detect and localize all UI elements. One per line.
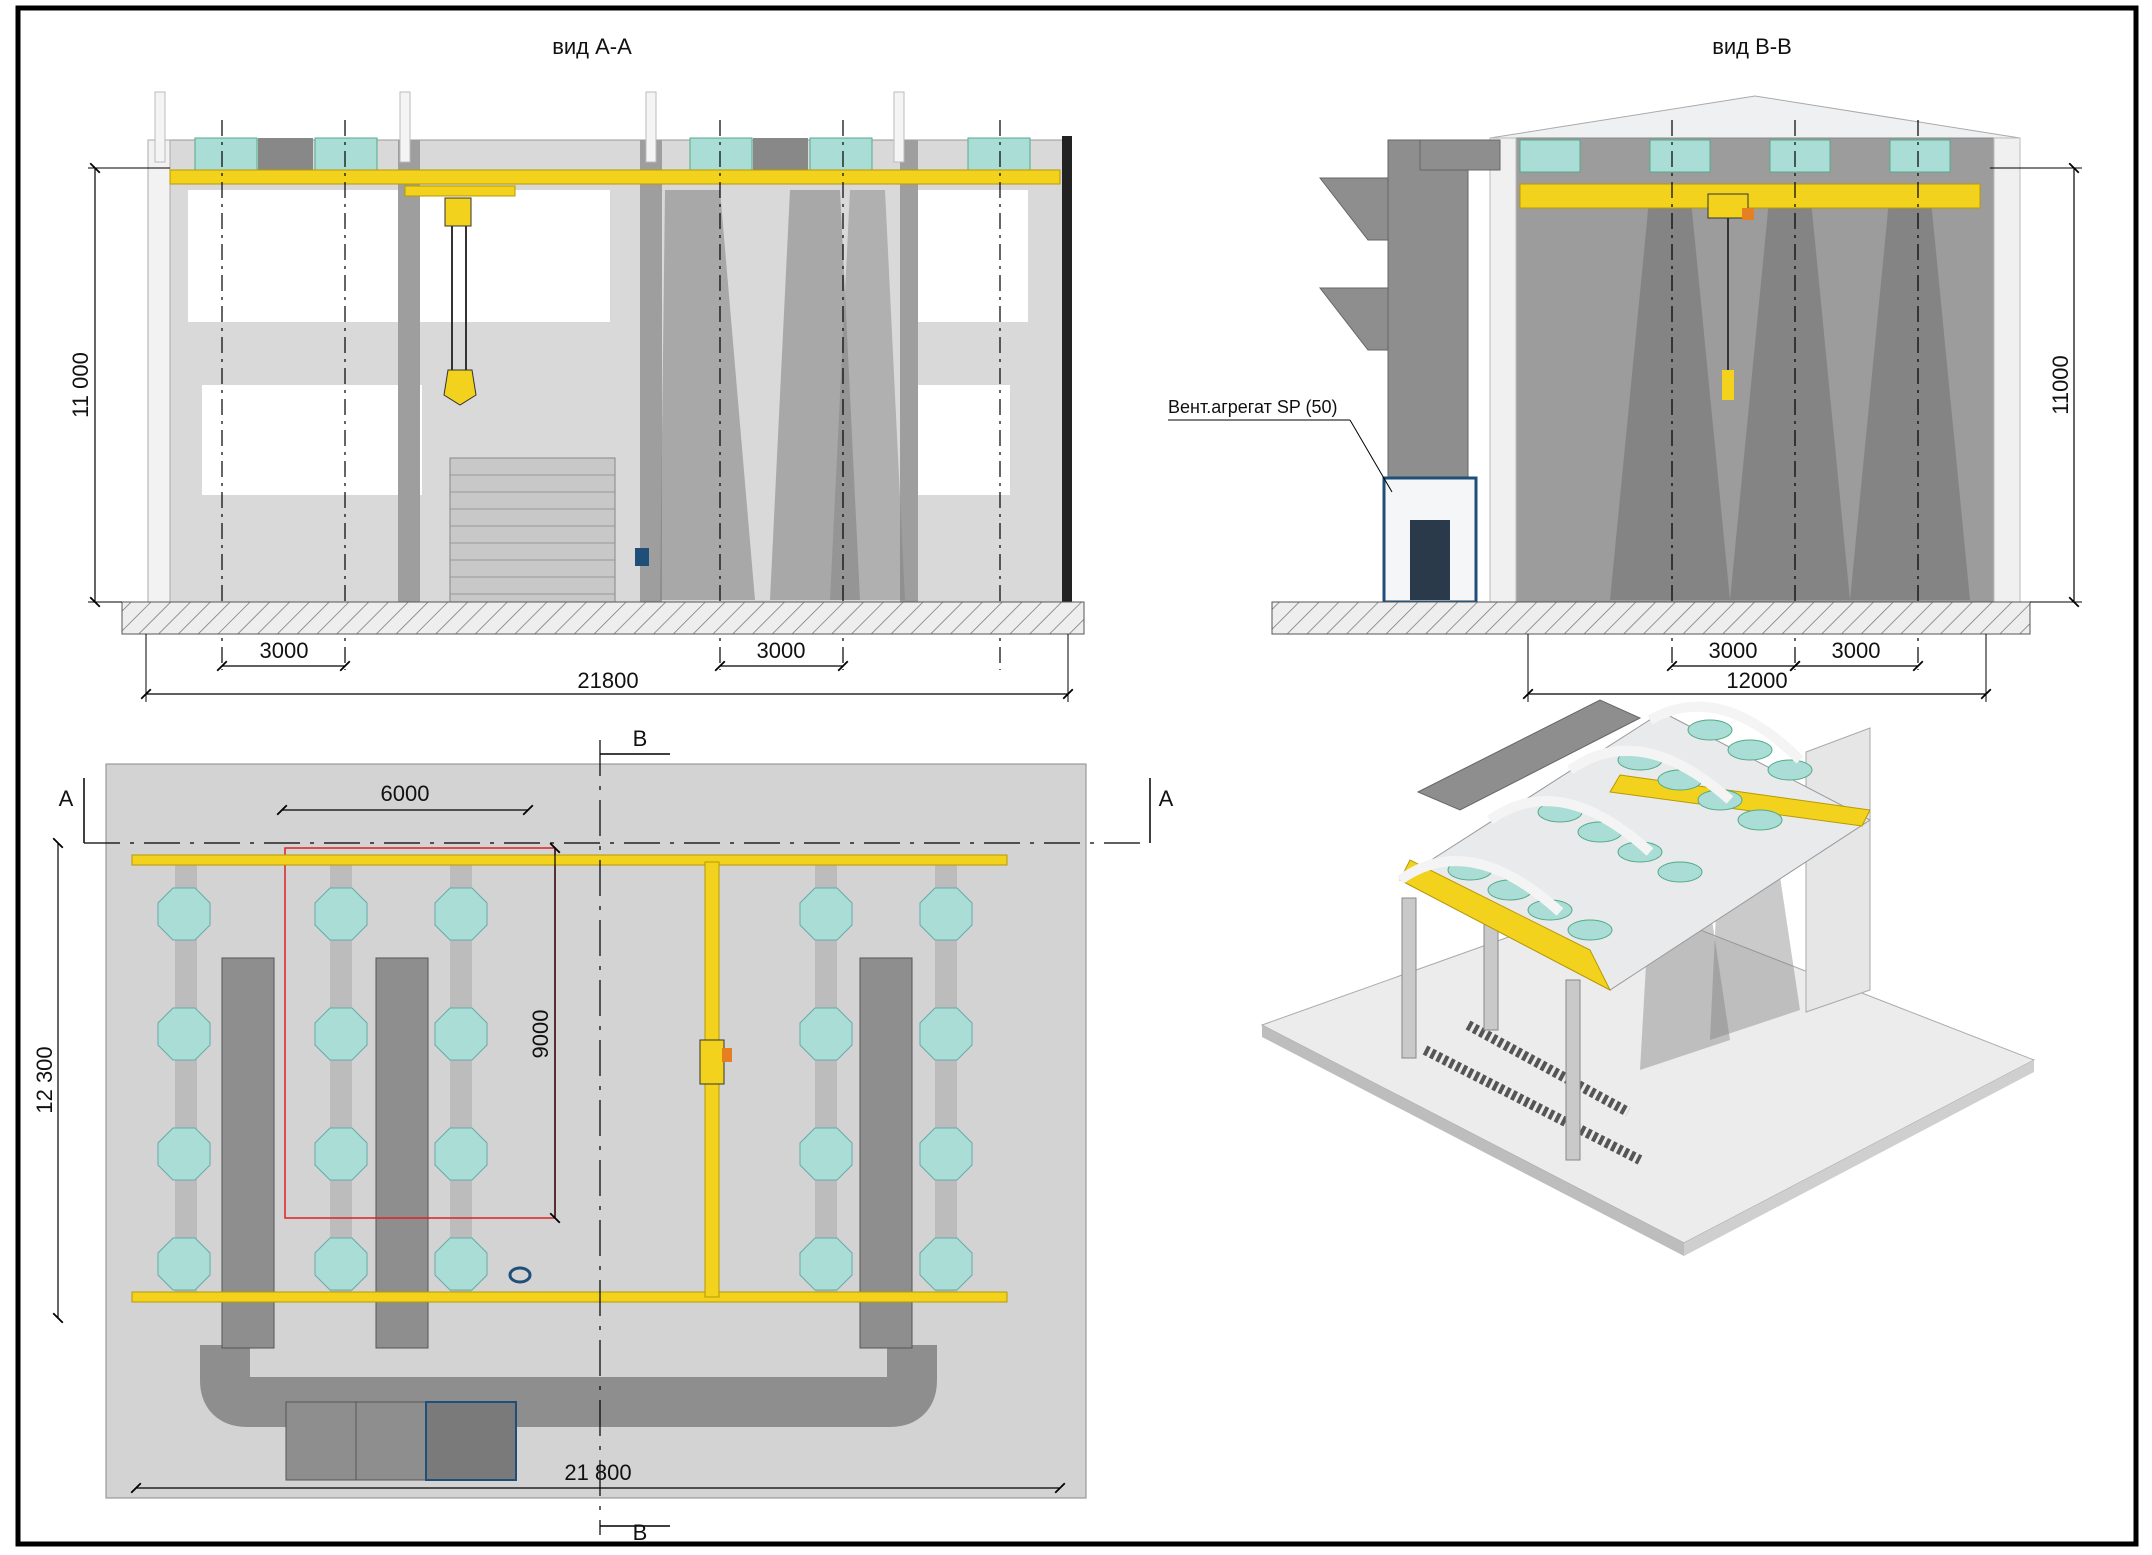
aa-crane-beam (169, 169, 1061, 185)
aa-dim-span: 3000 (260, 638, 309, 663)
bb-crane-hook (1722, 370, 1734, 400)
iso-column (1565, 979, 1581, 1161)
plan-duct (375, 957, 429, 1349)
aa-dim-height: 11 000 (68, 352, 93, 418)
aa-window (908, 190, 1028, 322)
aa-roof-filter-unit (967, 137, 1031, 173)
aa-dim-total: 21800 (577, 668, 638, 693)
aa-rollup-door (449, 457, 616, 603)
section-bb-view: вид В-В Вент.агрегат SP (50) (1168, 34, 2082, 702)
aa-column (398, 140, 420, 602)
isometric-view (1260, 699, 2036, 1256)
plan-duct (859, 957, 913, 1349)
plan-section-b-top-marker: В (633, 726, 648, 751)
aa-crane-trolley (404, 185, 516, 197)
aa-roof-filter-unit (314, 137, 378, 173)
aa-window (910, 385, 1010, 495)
bb-roof-filter-unit (1889, 139, 1951, 173)
aa-roof-filter-unit (194, 137, 258, 173)
sheet-border (15, 5, 2139, 1547)
aa-filter-curtain (660, 190, 755, 600)
bb-floor-slab (1271, 601, 2031, 635)
iso-side-wall (1805, 727, 1871, 1013)
iso-duct (1416, 699, 1642, 811)
plan-duct (221, 957, 275, 1349)
bb-ventilation-callout: Вент.агрегат SP (50) (1168, 397, 1338, 417)
bb-filter-curtain (1730, 190, 1850, 600)
section-aa-title: вид А-А (552, 34, 632, 59)
plan-crane-rail (131, 854, 1008, 866)
bb-dim-height: 11000 (2048, 355, 2073, 415)
aa-filter-curtain (770, 190, 860, 600)
aa-roof-filter-unit (809, 137, 873, 173)
bb-filter-curtain (1850, 190, 1970, 600)
bb-hoist-motor (1742, 208, 1754, 220)
section-bb-title: вид В-В (1712, 34, 1792, 59)
section-aa-view: вид А-А (68, 34, 1085, 702)
bb-ventilation-duct (1387, 139, 1469, 481)
plan-hook-symbol (508, 1266, 532, 1284)
aa-hoist (444, 197, 472, 227)
plan-duct-loop (200, 1345, 937, 1427)
aa-roof-duct (753, 138, 808, 172)
aa-left-wall (147, 139, 171, 603)
plan-view: В В А А 6000 9000 12 300 21 800 (32, 726, 1174, 1545)
bb-roof-filter-unit (1519, 139, 1581, 173)
bb-dim-total: 12000 (1726, 668, 1787, 693)
bb-dim-span: 3000 (1832, 638, 1881, 663)
aa-window (202, 385, 422, 495)
bb-dim-span: 3000 (1709, 638, 1758, 663)
bb-gable-roof (1489, 95, 2021, 139)
bb-hoist (1707, 193, 1749, 219)
aa-window (188, 190, 406, 322)
aa-crane-hook (443, 369, 477, 406)
aa-control-panel (635, 548, 649, 566)
plan-section-b-bottom-marker: В (633, 1520, 648, 1545)
plan-dim-total: 21 800 (564, 1460, 631, 1485)
plan-fan-unit (355, 1401, 427, 1481)
aa-column (640, 140, 662, 602)
aa-right-wall (1062, 136, 1072, 602)
plan-filter-rows (157, 862, 973, 1302)
plan-hoist (699, 1039, 725, 1085)
bb-crane-beam (1519, 183, 1981, 209)
aa-column (900, 140, 918, 602)
bb-roof-filter-unit (1769, 139, 1831, 173)
bb-ventilation-grille (1410, 520, 1450, 600)
plan-dim-top: 6000 (381, 781, 430, 806)
aa-roof-filter-unit (689, 137, 753, 173)
aa-dim-span: 3000 (757, 638, 806, 663)
aa-floor-slab (121, 601, 1085, 635)
bb-filter-curtain (1610, 190, 1730, 600)
iso-crane-beam (1399, 859, 1612, 992)
plan-section-a-left-marker: А (59, 786, 74, 811)
plan-dim-zone: 9000 (528, 1010, 553, 1059)
iso-column (1401, 897, 1417, 1059)
aa-filter-curtain (830, 190, 905, 600)
plan-dim-height: 12 300 (32, 1046, 57, 1113)
plan-section-a-right-marker: А (1159, 786, 1174, 811)
plan-crane-rail (131, 1291, 1008, 1303)
aa-roof-duct (258, 138, 313, 172)
plan-fan-unit (285, 1401, 357, 1481)
plan-fan-unit (425, 1401, 517, 1481)
bb-roof-filter-unit (1649, 139, 1711, 173)
